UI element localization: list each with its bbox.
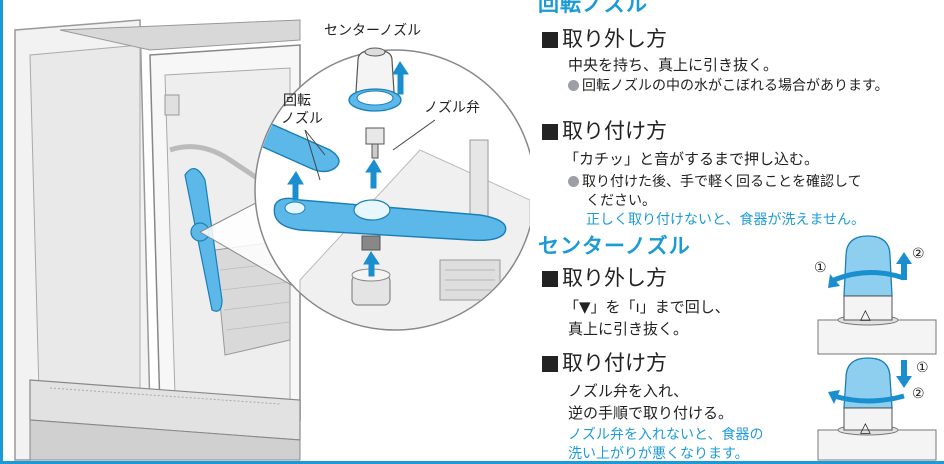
- center-remove-line1: 「▼」を「ı」まで回し、: [564, 298, 730, 316]
- rotary-nozzle-heading: 回転ノズル: [538, 0, 648, 16]
- rotary-attach-heading-text: 取り付け方: [562, 119, 667, 143]
- center-attach-line2: 逆の手順で取り付ける。: [568, 404, 734, 422]
- center-nozzle-attach-illustration: [817, 357, 937, 461]
- rotary-attach-note-line1-text: 取り付けた後、手で軽く回ることを確認して: [582, 174, 862, 190]
- rotary-attach-note-line2: ください。: [586, 193, 656, 209]
- label-rotary-nozzle-line1: 回転: [283, 93, 311, 109]
- bottom-border: [0, 461, 944, 464]
- center-nozzle-heading: センターノズル: [538, 234, 691, 258]
- center-nozzle-remove-illustration: [817, 235, 937, 355]
- attach-step-1-mark: ①: [916, 360, 929, 376]
- label-nozzle-valve: ノズル弁: [424, 100, 480, 116]
- center-attach-warning-line2: 洗い上がりが悪くなります。: [568, 446, 749, 462]
- center-attach-heading: 取り付け方: [542, 347, 667, 377]
- remove-triangle-mark: △: [860, 307, 871, 323]
- square-bullet-icon: [542, 271, 558, 287]
- center-attach-line1: ノズル弁を入れ、: [568, 382, 689, 400]
- attach-step-2-mark: ②: [912, 386, 925, 402]
- bullet-dot-icon: [568, 80, 579, 91]
- rotary-attach-warning: 正しく取り付けないと、食器が洗えません。: [586, 212, 866, 228]
- label-center-nozzle: センターノズル: [324, 23, 422, 39]
- rotary-remove-text: 中央を持ち、真上に引き抜く。: [568, 56, 779, 74]
- square-bullet-icon: [542, 124, 558, 140]
- bullet-dot-icon: [568, 176, 579, 187]
- attach-triangle-mark: △: [860, 420, 871, 436]
- center-remove-heading: 取り外し方: [542, 262, 667, 292]
- rotary-attach-text: 「カチッ」と音がするまで押し込む。: [564, 150, 820, 168]
- rotary-remove-note: 回転ノズルの中の水がこぼれる場合があります。: [568, 75, 889, 95]
- label-rotary-nozzle-line2: ノズル: [281, 111, 323, 127]
- center-remove-line2: 真上に引き抜く。: [568, 320, 689, 338]
- center-remove-heading-text: 取り外し方: [562, 266, 667, 290]
- center-attach-heading-text: 取り付け方: [562, 351, 667, 375]
- remove-step-2-mark: ②: [912, 246, 925, 262]
- dishwasher-illustration: [14, 19, 530, 461]
- rotary-attach-heading: 取り付け方: [542, 115, 667, 145]
- rotary-remove-heading: 取り外し方: [542, 23, 667, 53]
- rotary-remove-note-text: 回転ノズルの中の水がこぼれる場合があります。: [582, 78, 889, 94]
- center-attach-warning-line1: ノズル弁を入れないと、食器の: [568, 427, 764, 443]
- square-bullet-icon: [542, 32, 558, 48]
- remove-step-1-mark: ①: [814, 260, 827, 276]
- rotary-attach-note-line1: 取り付けた後、手で軽く回ることを確認して: [568, 171, 862, 191]
- left-border: [0, 0, 3, 464]
- rotary-remove-heading-text: 取り外し方: [562, 27, 667, 51]
- square-bullet-icon: [542, 356, 558, 372]
